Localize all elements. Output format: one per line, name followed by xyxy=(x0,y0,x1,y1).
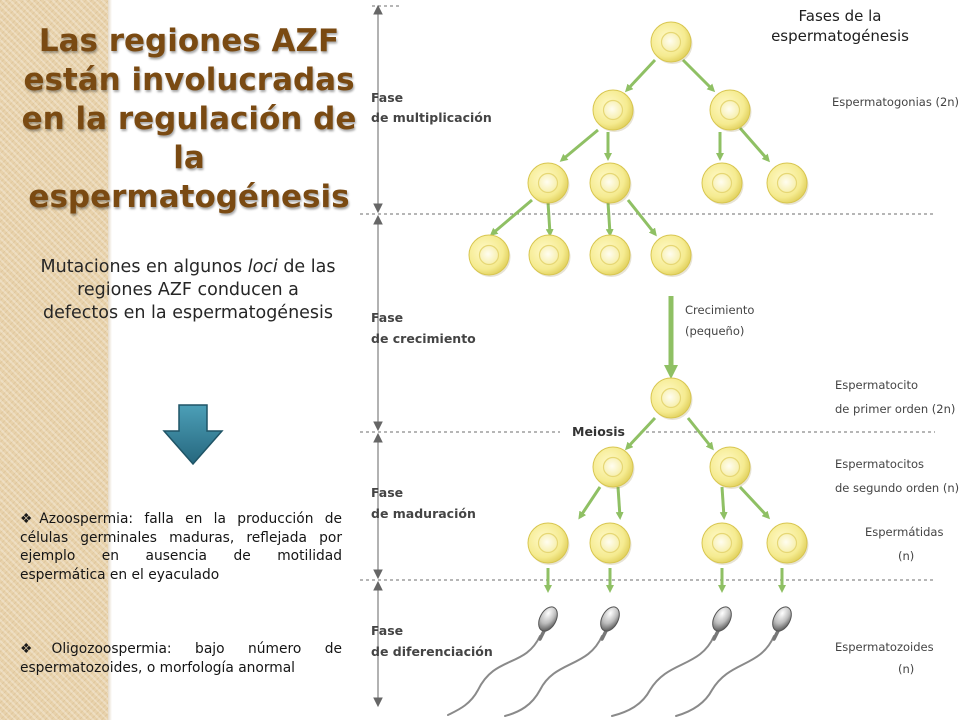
cell-icon xyxy=(468,234,511,277)
arrow xyxy=(605,201,614,237)
spermatozoon-icon xyxy=(675,606,792,717)
cell-icon xyxy=(527,162,570,205)
figure-title: Fases de la espermatogénesis xyxy=(771,7,909,45)
arrow xyxy=(624,416,657,451)
growth-label: Crecimiento xyxy=(685,303,754,317)
phase-label: de diferenciación xyxy=(371,644,493,659)
growth-label: (pequeño) xyxy=(685,324,744,338)
cell-icon xyxy=(701,162,744,205)
cell-icon xyxy=(709,89,752,132)
cell-icon xyxy=(650,234,693,277)
sperm-group xyxy=(447,606,792,717)
arrow-group xyxy=(489,58,786,593)
arrow xyxy=(559,128,599,162)
spermatozoon-icon xyxy=(504,606,620,717)
subtitle-loci: loci xyxy=(247,257,278,277)
cell-stage-label: Espermátidas xyxy=(865,525,943,539)
phase-brackets xyxy=(373,4,383,708)
cell-icon xyxy=(766,162,809,205)
cell-stage-label: de primer orden (2n) xyxy=(835,402,955,416)
cell-stage-label: Espermatozoides xyxy=(835,640,934,654)
diamond-bullet-icon: ❖ xyxy=(20,641,52,657)
cell-stage-label: Espermatocitos xyxy=(835,457,924,471)
cell-icon xyxy=(709,446,752,489)
arrow xyxy=(626,199,657,237)
cell-icon xyxy=(528,234,571,277)
arrow xyxy=(681,58,716,93)
cell-icon xyxy=(589,162,632,205)
slide-subtitle: Mutaciones en algunos loci de las region… xyxy=(40,256,336,325)
bullet-azoospermia: ❖Azoospermia: falla en la producción de … xyxy=(20,510,342,584)
phase-label: Fase xyxy=(371,90,403,105)
cell-icon xyxy=(592,446,635,489)
arrow xyxy=(719,486,728,520)
arrow xyxy=(738,127,770,163)
cell-icon xyxy=(592,89,635,132)
phase-label: Fase xyxy=(371,310,403,325)
arrow xyxy=(624,58,657,93)
meiosis-label: Meiosis xyxy=(572,424,625,439)
down-arrow-icon xyxy=(162,404,224,466)
cell-icon xyxy=(527,522,570,565)
phase-separators xyxy=(360,5,935,581)
cell-stage-label: Espermatogonias (2n) xyxy=(832,95,959,109)
arrow xyxy=(686,417,714,451)
cell-icon xyxy=(701,522,744,565)
phase-label: Fase xyxy=(371,485,403,500)
cell-stage-label: (n) xyxy=(898,549,914,563)
cell-stage-label: de segundo orden (n) xyxy=(835,481,959,495)
arrow xyxy=(545,201,554,237)
phase-label: de maduración xyxy=(371,506,476,521)
arrow xyxy=(578,486,602,520)
decorative-stripe xyxy=(0,0,108,720)
cell-group xyxy=(468,21,809,565)
phase-label: Fase xyxy=(371,623,403,638)
cell-icon xyxy=(650,21,693,64)
arrow xyxy=(489,198,533,236)
stripe-edge xyxy=(108,0,112,720)
slide-title: Las regiones AZF están involucradas en l… xyxy=(21,23,357,215)
subtitle-text-2: de las regiones AZF conducen a defectos … xyxy=(42,257,336,323)
cell-icon xyxy=(766,522,809,565)
cell-icon xyxy=(589,234,632,277)
cell-icon xyxy=(650,377,693,420)
arrow xyxy=(738,485,771,520)
phase-label: de multiplicación xyxy=(371,110,492,125)
cell-icon xyxy=(589,522,632,565)
bullet-text: Oligozoospermia: bajo número de espermat… xyxy=(20,641,342,676)
cell-stage-label: (n) xyxy=(898,662,914,676)
spermatozoon-icon xyxy=(447,606,558,716)
arrow xyxy=(615,486,624,520)
spermatozoon-icon xyxy=(611,606,732,717)
spermatogenesis-diagram: Fase de multiplicación Fase de crecimien… xyxy=(360,4,959,717)
subtitle-text-1: Mutaciones en algunos xyxy=(40,257,248,277)
diamond-bullet-icon: ❖ xyxy=(20,511,40,527)
bullet-text: Azoospermia: falla en la producción de c… xyxy=(20,511,342,583)
phase-label: de crecimiento xyxy=(371,331,476,346)
bullet-oligozoospermia: ❖Oligozoospermia: bajo número de esperma… xyxy=(20,640,342,677)
cell-stage-label: Espermatocito xyxy=(835,378,918,392)
